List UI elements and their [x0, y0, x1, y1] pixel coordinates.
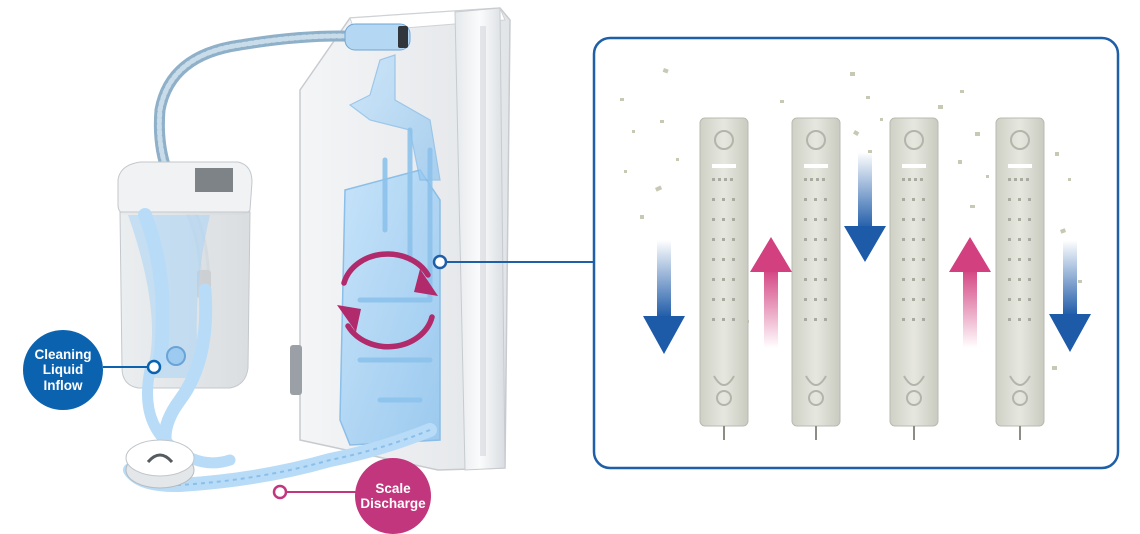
- plate-detail-callout: [592, 36, 1120, 470]
- scale-discharge-text: Scale Discharge: [360, 480, 426, 511]
- machine-illustration: [117, 7, 511, 493]
- electrode-plate-4: [995, 117, 1045, 441]
- arrow-down-icon: [643, 240, 685, 354]
- arrow-up-icon: [949, 237, 991, 348]
- electrode-plate-3: [889, 117, 939, 441]
- electrode-plate-2: [791, 117, 841, 441]
- cleaning-liquid-inflow-label: Cleaning Liquid Inflow: [23, 330, 103, 410]
- arrow-down-icon: [844, 152, 886, 262]
- scale-discharge-label: Scale Discharge: [355, 458, 431, 534]
- cleaning-liquid-inflow-text: Cleaning Liquid Inflow: [34, 347, 92, 393]
- electrode-plate-1: [699, 117, 749, 441]
- connector-lines: [103, 254, 594, 500]
- arrow-up-icon: [750, 237, 792, 348]
- arrow-down-icon: [1049, 240, 1091, 352]
- circular-arrows-icon: [341, 251, 435, 350]
